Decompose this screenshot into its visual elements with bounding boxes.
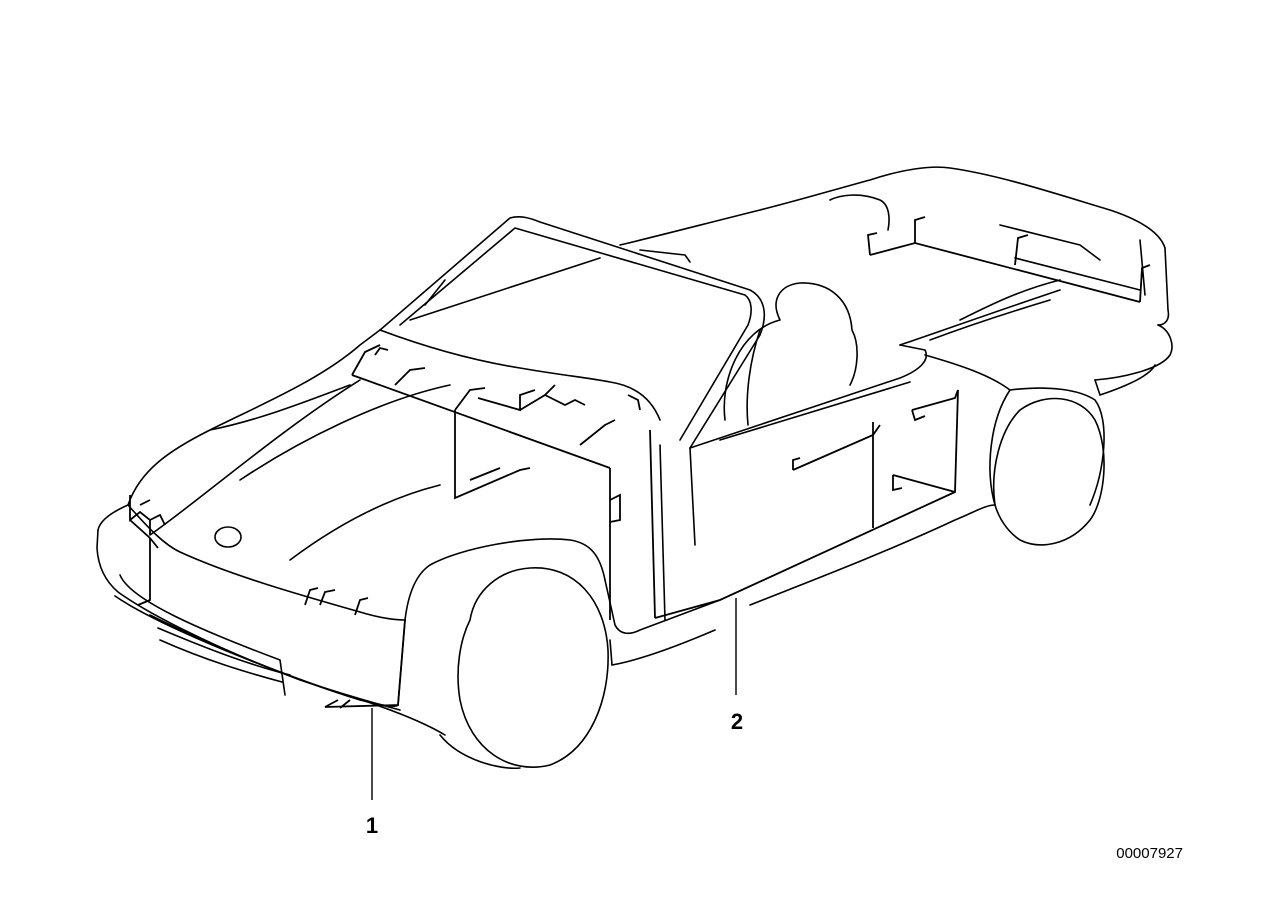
callout-label-2: 2 xyxy=(731,709,743,734)
harness-1-engine-bay xyxy=(129,344,641,709)
callout-leaders xyxy=(371,598,737,800)
callout-label-1: 1 xyxy=(366,813,378,838)
car-outline xyxy=(96,166,1173,770)
diagram-reference-number: 00007927 xyxy=(1116,845,1183,862)
harness-2-body xyxy=(649,216,1151,619)
